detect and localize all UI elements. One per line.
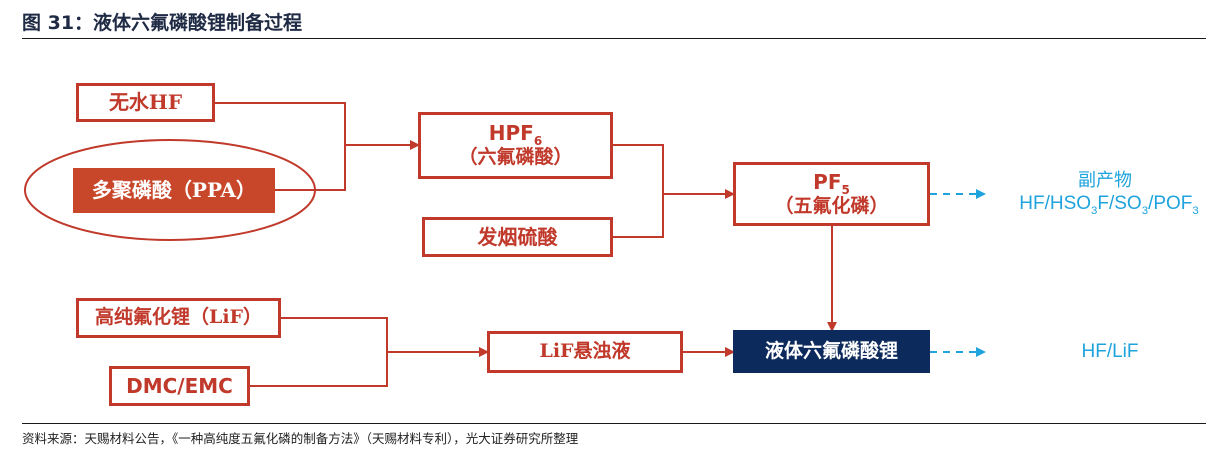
node-anhydrous-hf-label: 无水HF [108, 90, 183, 114]
title-rule [22, 38, 1206, 39]
figure-source: 资料来源：天赐材料公告，《一种高纯度五氟化磷的制备方法》（天赐材料专利），光大证… [22, 431, 579, 446]
node-product: 液体六氟磷酸锂 [733, 330, 930, 373]
node-pf5-formula: PF5 [813, 169, 850, 197]
node-lif-suspension: LiF悬浊液 [487, 331, 683, 373]
node-lif-label: 高纯氟化锂（LiF） [94, 306, 263, 329]
node-solvent-label: DMC/EMC [126, 373, 233, 398]
connector-oleum [613, 194, 664, 238]
connector-hf [215, 102, 346, 145]
node-anhydrous-hf: 无水HF [76, 83, 215, 122]
connector-solvent [250, 352, 388, 387]
node-product-label: 液体六氟磷酸锂 [764, 339, 898, 362]
node-oleum-label: 发烟硫酸 [477, 224, 558, 249]
figure-title: 图 31：液体六氟磷酸锂制备过程 [22, 12, 303, 34]
node-hpf6: HPF6 （六氟磷酸） [418, 112, 613, 179]
node-ppa: 多聚磷酸（PPA） [73, 168, 275, 213]
node-ppa-label: 多聚磷酸（PPA） [91, 178, 257, 202]
node-pf5: PF5 （五氟化磷） [733, 162, 930, 226]
node-pf5-name: （五氟化磷） [774, 194, 889, 217]
node-lif-suspension-label: LiF悬浊液 [539, 340, 631, 363]
node-hpf6-formula: HPF6 [488, 121, 543, 149]
byproduct-pf5-formula: HF/HSO3F/SO3/POF3 [1019, 193, 1199, 217]
connector-ppa [275, 145, 346, 191]
connector-hpf6 [613, 144, 664, 194]
node-hpf6-name: （六氟磷酸） [458, 146, 573, 169]
connector-lif [281, 317, 388, 352]
ppa-highlight-ellipse [24, 139, 316, 241]
node-lif: 高纯氟化锂（LiF） [76, 298, 281, 338]
node-oleum: 发烟硫酸 [422, 217, 613, 257]
byproduct-label: 副产物 [1078, 170, 1132, 191]
source-rule [22, 423, 1206, 424]
byproduct-product: HF/LiF [1081, 341, 1139, 362]
node-solvent: DMC/EMC [109, 366, 250, 406]
